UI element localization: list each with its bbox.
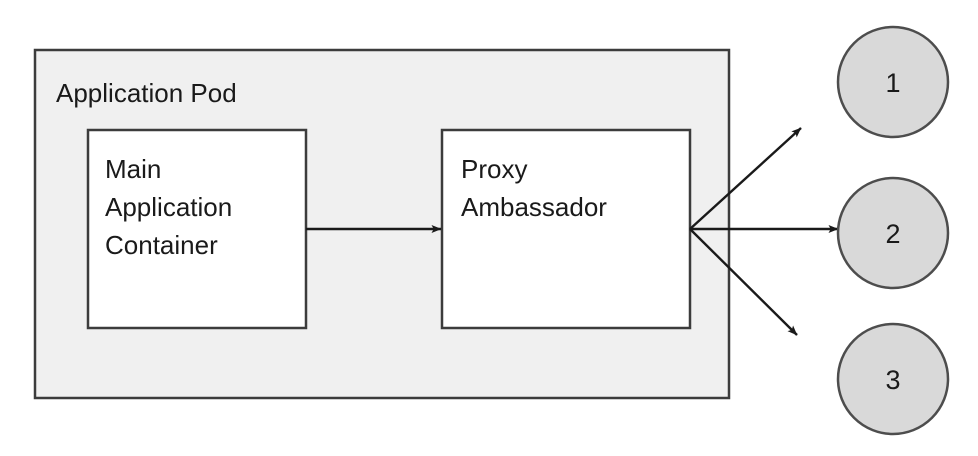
main-application-container-line-1: Main: [105, 154, 161, 184]
external-node-3-label: 3: [885, 365, 900, 395]
proxy-ambassador-box: [440, 128, 692, 330]
application-pod-label: Application Pod: [56, 78, 237, 108]
external-node-2-circle: [836, 176, 950, 290]
main-application-container-box: [86, 128, 308, 330]
external-node-2-label: 2: [885, 219, 900, 249]
connector-proxy-to-node-1: [689, 127, 802, 230]
main-application-container-line-2: Application: [105, 192, 232, 222]
external-node-1-circle: [836, 25, 950, 139]
proxy-ambassador-line-2: Ambassador: [461, 192, 607, 222]
connector-proxy-to-node-3: [689, 228, 798, 336]
main-application-container-line-3: Container: [105, 230, 218, 260]
external-node-3-circle: [836, 322, 950, 436]
proxy-ambassador-line-1: Proxy: [461, 154, 527, 184]
external-node-1-label: 1: [885, 68, 900, 98]
